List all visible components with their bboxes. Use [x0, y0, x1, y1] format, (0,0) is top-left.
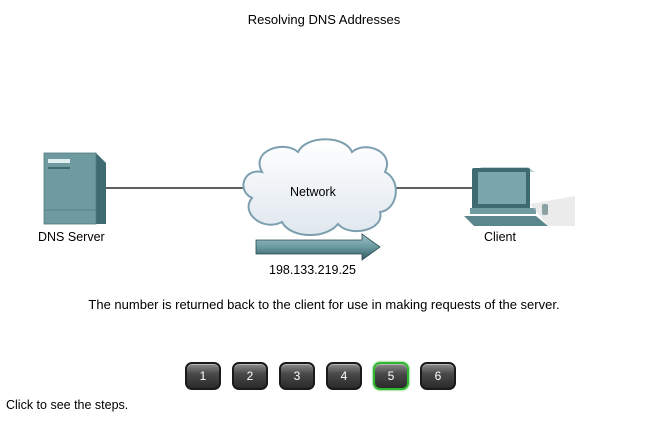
step-3-button[interactable]: 3 — [279, 362, 315, 390]
step-caption: The number is returned back to the clien… — [88, 297, 560, 312]
step-5-button[interactable]: 5 — [373, 362, 409, 390]
server-icon — [43, 152, 106, 225]
step-4-button[interactable]: 4 — [326, 362, 362, 390]
ip-address-label: 198.133.219.25 — [269, 263, 356, 277]
instruction-text: Click to see the steps. — [6, 398, 129, 412]
step-1-button[interactable]: 1 — [185, 362, 221, 390]
network-cloud-icon — [242, 138, 397, 237]
page-title: Resolving DNS Addresses — [247, 12, 401, 27]
step-buttons: 1 2 3 4 5 6 — [185, 362, 456, 390]
right-arrow-icon — [255, 233, 381, 261]
step-6-button[interactable]: 6 — [420, 362, 456, 390]
computer-icon — [464, 167, 575, 226]
network-label: Network — [290, 185, 336, 199]
client-label: Client — [484, 230, 516, 244]
dns-server-label: DNS Server — [38, 230, 105, 244]
step-2-button[interactable]: 2 — [232, 362, 268, 390]
